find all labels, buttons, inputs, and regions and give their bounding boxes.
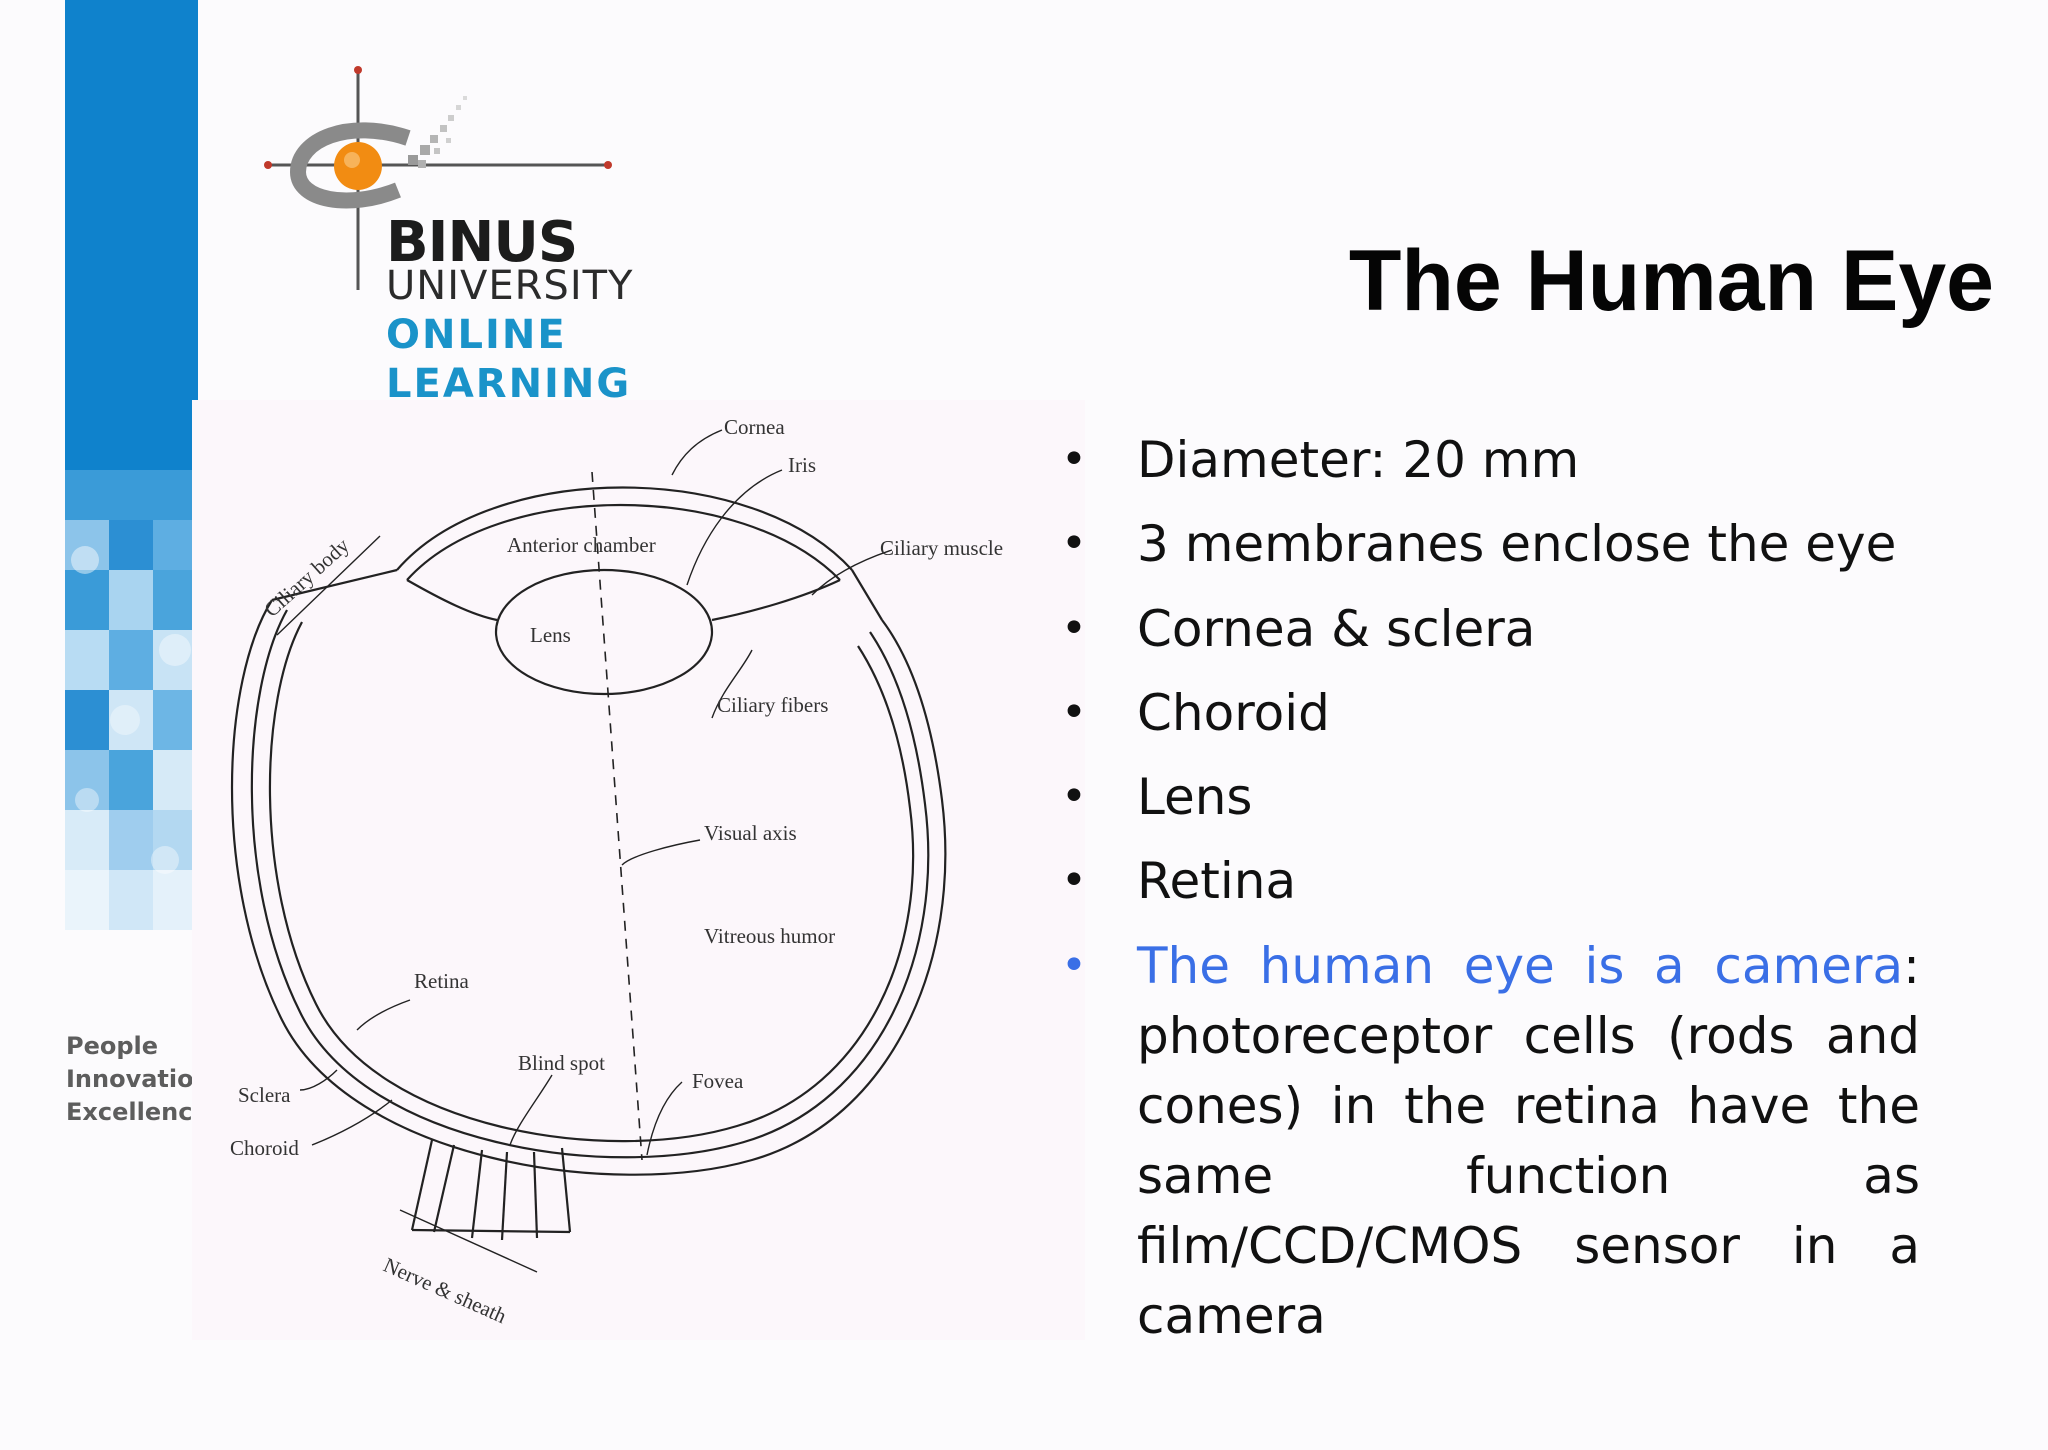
label-vitreous-humor: Vitreous humor (704, 924, 835, 948)
label-iris: Iris (788, 453, 816, 477)
label-cornea: Cornea (724, 415, 785, 439)
camera-rest: : photoreceptor cells (rods and cones) i… (1137, 936, 1920, 1345)
tagline-people: People (66, 1032, 159, 1060)
bullet-text: Diameter: 20 mm (1137, 431, 1580, 489)
label-visual-axis: Visual axis (704, 821, 797, 845)
bullet-icon: • (1061, 855, 1087, 907)
camera-highlight: The human eye is a camera (1137, 936, 1904, 995)
tagline: People Innovation Excellence (66, 1030, 211, 1129)
label-lens: Lens (530, 623, 571, 647)
label-choroid: Choroid (230, 1136, 299, 1160)
bullet-text: Retina (1137, 852, 1297, 911)
bullet-text: Choroid (1137, 683, 1330, 742)
bullet-item: • Lens (1055, 762, 1925, 846)
bullet-item-camera: • The human eye is a camera: photorecept… (1055, 931, 1925, 1351)
label-sclera: Sclera (238, 1083, 291, 1107)
tagline-innovation: Innovation (66, 1065, 211, 1093)
label-ciliary-fibers: Ciliary fibers (717, 693, 828, 717)
bullet-icon: • (1061, 939, 1087, 991)
logo-binus: BINUS (386, 210, 578, 275)
bullet-text: Lens (1137, 768, 1253, 827)
logo-online: ONLINE (386, 312, 567, 358)
binus-logo: BINUS UNIVERSITY ONLINE LEARNING (258, 60, 658, 410)
label-retina: Retina (414, 969, 469, 993)
eye-diagram-svg: Cornea Iris Anterior chamber Ciliary mus… (230, 415, 1003, 1329)
bullet-text: 3 membranes enclose the eye (1137, 515, 1897, 574)
bullet-icon: • (1061, 518, 1087, 570)
label-nerve-sheath: Nerve & sheath (380, 1253, 511, 1329)
slide-title: The Human Eye (1348, 233, 1994, 329)
bullet-item: • Diameter: 20 mm (1055, 425, 1925, 509)
label-ciliary-body: Ciliary body (259, 533, 354, 622)
bullet-icon: • (1061, 771, 1087, 823)
eye-diagram: Cornea Iris Anterior chamber Ciliary mus… (192, 400, 1085, 1340)
bullet-icon: • (1061, 602, 1087, 654)
label-blind-spot: Blind spot (518, 1051, 605, 1075)
bullet-icon: • (1061, 434, 1087, 485)
label-anterior-chamber: Anterior chamber (507, 533, 656, 557)
bullet-item: • Retina (1055, 846, 1925, 930)
bullet-item: • Choroid (1055, 678, 1925, 762)
bullet-list: • Diameter: 20 mm • 3 membranes enclose … (1055, 425, 1925, 1351)
camera-paragraph: The human eye is a camera: photoreceptor… (1137, 931, 1920, 1351)
bullet-item: • Cornea & sclera (1055, 594, 1925, 678)
bullet-text: Cornea & sclera (1137, 599, 1536, 658)
label-ciliary-muscle: Ciliary muscle (880, 536, 1003, 560)
logo-learning: LEARNING (386, 361, 632, 407)
decorative-side-band (65, 0, 198, 930)
label-fovea: Fovea (692, 1069, 744, 1093)
logo-emblem-icon (264, 66, 612, 290)
tagline-excellence: Excellence (66, 1098, 209, 1126)
logo-university: UNIVERSITY (386, 263, 634, 309)
bullet-item: • 3 membranes enclose the eye (1055, 509, 1925, 593)
bullet-icon: • (1061, 686, 1087, 738)
